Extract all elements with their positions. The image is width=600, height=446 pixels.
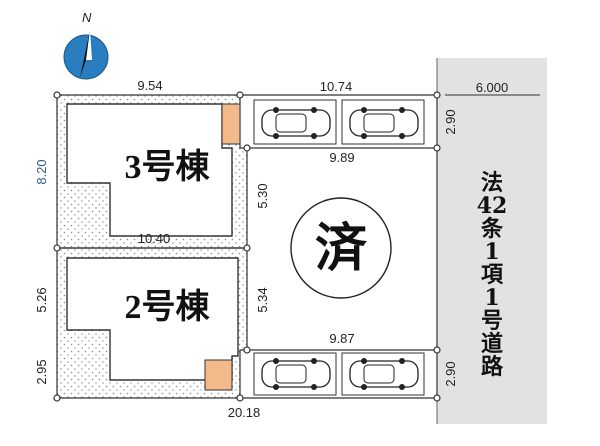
dim-bottom-total-width: 20.18 [228,405,261,420]
sold-stamp: 済 [290,197,392,299]
car-icon [349,358,419,390]
dim-lot2-left-bottom: 2.95 [34,359,49,384]
road-label-char: 42 [477,193,508,219]
road-label-char: 号 [481,308,503,334]
road-label-char: 1 [484,285,499,311]
dim-top-left-width: 9.54 [137,78,162,93]
dim-lot3-driveway: 5.30 [255,183,270,208]
sold-mark: 済 [315,220,368,278]
dim-road-width: 6.000 [476,80,509,95]
road-label-char: 条 [480,216,504,242]
dim-top-right-width: 10.74 [320,79,353,94]
car-icon [349,107,419,139]
dim-lot2-right-width: 9.87 [329,331,354,346]
car-icon [261,107,331,139]
compass-icon: N [63,10,109,80]
dim-parking-bottom-depth: 2.90 [443,361,458,386]
dim-lot3-right-width: 9.89 [329,150,354,165]
road-label-char: 項 [481,262,504,288]
road-strip [437,58,547,424]
building-2-label: 2号棟 [125,288,211,326]
parking-top [253,99,425,145]
boundary-points [53,91,441,402]
north-label: N [82,10,92,25]
parking-bottom [253,352,425,396]
meter-box-3 [221,103,241,145]
road-label: 法 42 条 1 項 1 号 道 路 [477,170,508,380]
driveway-outline [240,94,438,399]
dim-parking-top-depth: 2.90 [443,109,458,134]
road-label-char: 1 [484,239,499,265]
road-label-char: 道 [481,331,503,357]
dim-lot2-left-height: 5.26 [34,287,49,312]
car-icon [261,358,331,390]
meter-box-2 [204,359,233,391]
road-label-char: 路 [481,354,504,380]
road-label-char: 法 [481,170,503,196]
building-3-label: 3号棟 [125,148,211,186]
dim-lot3-left-height: 8.20 [34,159,49,184]
lot-3 [56,94,248,249]
dim-lot3-bottom-width: 10.40 [138,231,171,246]
dim-lot2-driveway: 5.34 [255,287,270,312]
